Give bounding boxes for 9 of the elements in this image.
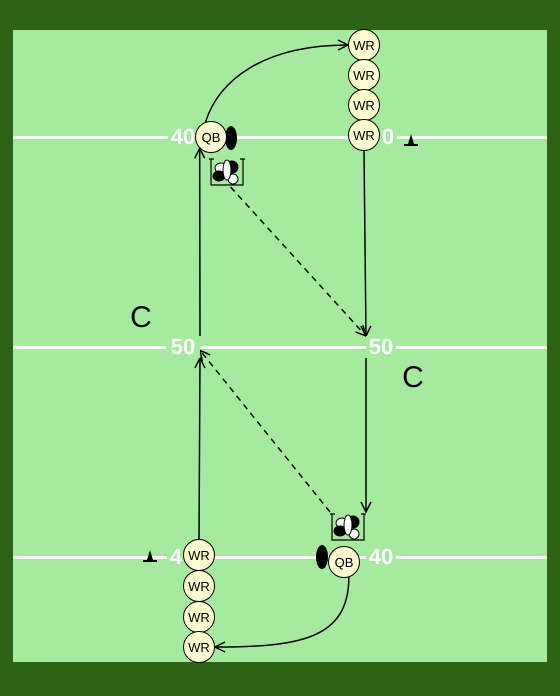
route-arrow	[194, 357, 206, 539]
yard-number: 50	[166, 336, 200, 358]
route-arrow	[214, 577, 350, 653]
route-arrow	[194, 148, 206, 336]
route-arrow	[230, 186, 367, 337]
route-arrow	[204, 40, 349, 122]
route-arrow	[199, 350, 331, 512]
route-arrow	[360, 358, 372, 513]
route-arrow	[360, 151, 372, 337]
